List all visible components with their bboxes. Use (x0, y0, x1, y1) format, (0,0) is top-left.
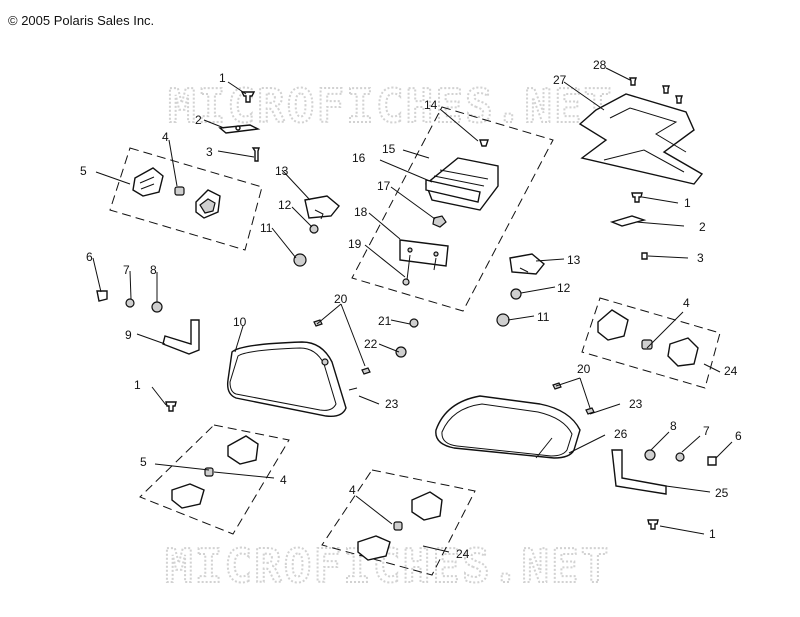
callout-4: 4 (162, 130, 169, 144)
screws-left (218, 91, 261, 162)
callout-12-center: 12 (557, 281, 571, 295)
bracket-right-25 (611, 449, 717, 495)
callout-7: 7 (123, 263, 130, 277)
bulb-socket-right-middle (597, 309, 699, 367)
callout-4-bottom-center: 4 (349, 483, 356, 497)
callout-9: 9 (125, 328, 132, 342)
mount-bracket-right (578, 77, 704, 185)
callout-2-right: 2 (699, 220, 706, 234)
headlight-lens-left (226, 319, 371, 418)
callout-15: 15 (382, 142, 396, 156)
copyright-text: © 2005 Polaris Sales Inc. (8, 13, 155, 28)
headlight-shroud-center (399, 139, 499, 286)
callout-4-bottom-left: 4 (280, 473, 287, 487)
nuts-center (395, 318, 419, 358)
callout-27: 27 (553, 73, 567, 87)
callout-24-right: 24 (724, 364, 738, 378)
group-boxes (109, 106, 721, 576)
callout-23-right: 23 (629, 397, 643, 411)
callout-11: 11 (260, 221, 273, 235)
callout-1: 1 (219, 71, 226, 85)
bulb-socket-center-bottom (357, 491, 443, 561)
screws-right (609, 192, 648, 260)
callout-1-bottom-right: 1 (709, 527, 716, 541)
callout-4-right: 4 (683, 296, 690, 310)
callout-16: 16 (352, 151, 366, 165)
bulb-socket-left-top (132, 167, 221, 219)
leader-lines (92, 67, 733, 553)
callout-3: 3 (206, 145, 213, 159)
callout-23-left: 23 (385, 397, 399, 411)
callout-28: 28 (593, 58, 607, 72)
callout-14: 14 (424, 98, 438, 112)
callout-8-right: 8 (670, 419, 677, 433)
callout-25: 25 (715, 486, 729, 500)
brackets-left (293, 195, 340, 267)
callout-13-center: 13 (567, 253, 581, 267)
watermark-top: MICROFICHES.NET (168, 79, 613, 133)
callout-24-bottom: 24 (456, 547, 470, 561)
callout-10: 10 (233, 315, 247, 329)
callout-8: 8 (150, 263, 157, 277)
screw-1-bottom-right (647, 519, 659, 530)
callout-22: 22 (364, 337, 378, 351)
callout-20-right: 20 (577, 362, 591, 376)
callout-20-left: 20 (334, 292, 348, 306)
callout-21: 21 (378, 314, 392, 328)
callout-7-right: 7 (703, 424, 710, 438)
callout-18: 18 (354, 205, 368, 219)
bracket-left-9 (96, 290, 200, 355)
bulb-socket-left-bottom (171, 435, 259, 509)
brackets-center (496, 253, 545, 327)
headlight-lens-right (435, 382, 595, 459)
callout-5: 5 (80, 164, 87, 178)
callout-12: 12 (278, 198, 292, 212)
callout-2: 2 (195, 113, 202, 127)
callout-3-right: 3 (697, 251, 704, 265)
callout-6-right: 6 (735, 429, 742, 443)
callout-26: 26 (614, 427, 628, 441)
callout-5-bottom: 5 (140, 455, 147, 469)
callout-1-left-middle: 1 (134, 378, 141, 392)
callout-19: 19 (348, 237, 362, 251)
callout-11-center: 11 (537, 310, 550, 324)
screw-1-left (165, 401, 177, 412)
callout-1-right: 1 (684, 196, 691, 210)
callout-6: 6 (86, 250, 93, 264)
callout-17: 17 (377, 179, 391, 193)
callout-13: 13 (275, 164, 289, 178)
callout-numbers: 1 2 3 4 5 13 12 11 6 7 8 9 10 20 14 15 1… (80, 58, 742, 561)
